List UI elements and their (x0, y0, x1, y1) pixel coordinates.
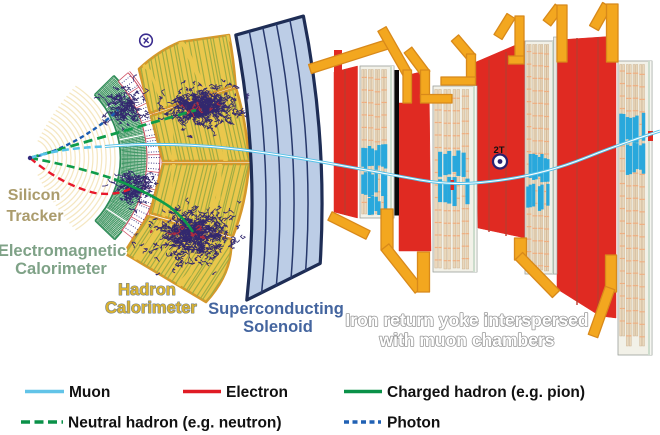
svg-text:2T: 2T (493, 145, 504, 156)
svg-text:Tracker: Tracker (7, 208, 64, 225)
svg-text:Photon: Photon (387, 415, 440, 432)
svg-text:Solenoid: Solenoid (243, 318, 313, 336)
svg-text:with muon chambers: with muon chambers (378, 330, 554, 350)
svg-text:Hadron: Hadron (118, 281, 176, 299)
svg-text:Electron: Electron (226, 384, 288, 401)
svg-text:Calorimeter: Calorimeter (105, 299, 197, 317)
svg-text:Superconducting: Superconducting (208, 300, 344, 318)
svg-text:Electromagnetic: Electromagnetic (0, 242, 126, 260)
svg-text:Neutral hadron (e.g. neutron): Neutral hadron (e.g. neutron) (68, 415, 282, 432)
svg-text:Muon: Muon (69, 384, 110, 401)
svg-text:Iron return yoke interspersed: Iron return yoke interspersed (345, 310, 588, 330)
svg-text:Silicon: Silicon (8, 187, 60, 204)
svg-text:Charged hadron (e.g. pion): Charged hadron (e.g. pion) (387, 384, 585, 401)
svg-text:Calorimeter: Calorimeter (15, 260, 107, 278)
